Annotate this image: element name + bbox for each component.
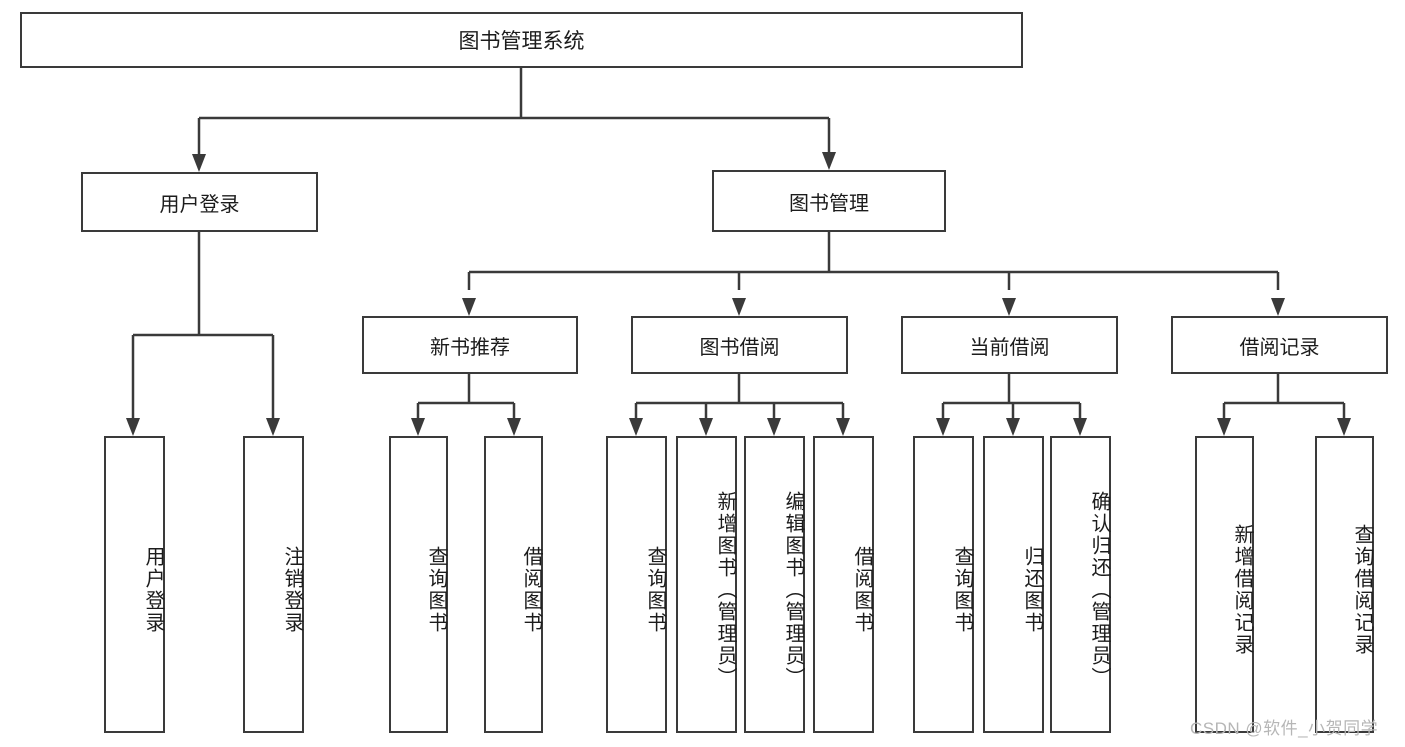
node-label: 查询图书 (425, 545, 447, 634)
node-label: 图书借阅 (699, 336, 780, 359)
node-label: 借阅记录 (1239, 336, 1320, 359)
node-label: 新增图书（管理员） (714, 490, 736, 689)
node-label: 图书管理 (789, 192, 869, 215)
leaf-borrow-add-book[interactable]: 新增图书（管理员） (676, 436, 737, 733)
leaf-recommend-query-book[interactable]: 查询图书 (389, 436, 448, 733)
leaf-user-login[interactable]: 用户登录 (104, 436, 165, 733)
node-root-system[interactable]: 图书管理系统 (20, 12, 1023, 68)
node-borrow-record[interactable]: 借阅记录 (1171, 316, 1388, 374)
node-label: 借阅图书 (520, 545, 542, 634)
node-label: 图书管理系统 (458, 30, 585, 53)
node-label: 借阅图书 (851, 545, 873, 634)
leaf-user-logout[interactable]: 注销登录 (243, 436, 304, 733)
leaf-record-add-record[interactable]: 新增借阅记录 (1195, 436, 1254, 733)
node-label: 注销登录 (281, 545, 303, 634)
node-user-login[interactable]: 用户登录 (81, 172, 318, 232)
leaf-borrow-borrow-book[interactable]: 借阅图书 (813, 436, 874, 733)
node-book-management[interactable]: 图书管理 (712, 170, 946, 232)
node-label: 确认归还（管理员） (1088, 490, 1110, 689)
leaf-current-query-book[interactable]: 查询图书 (913, 436, 974, 733)
node-label: 查询图书 (951, 545, 973, 634)
leaf-record-query-record[interactable]: 查询借阅记录 (1315, 436, 1374, 733)
node-label: 编辑图书（管理员） (782, 490, 804, 689)
node-label: 新增借阅记录 (1231, 523, 1253, 656)
csdn-watermark: CSDN @软件_小贺同学 (1190, 719, 1379, 738)
leaf-current-confirm-return[interactable]: 确认归还（管理员） (1050, 436, 1111, 733)
node-book-borrow[interactable]: 图书借阅 (631, 316, 848, 374)
node-label: 当前借阅 (969, 336, 1050, 359)
node-label: 查询借阅记录 (1351, 523, 1373, 656)
leaf-recommend-borrow-book[interactable]: 借阅图书 (484, 436, 543, 733)
leaf-borrow-edit-book[interactable]: 编辑图书（管理员） (744, 436, 805, 733)
node-current-borrow[interactable]: 当前借阅 (901, 316, 1118, 374)
node-label: 归还图书 (1021, 545, 1043, 634)
leaf-current-return-book[interactable]: 归还图书 (983, 436, 1044, 733)
leaf-borrow-query-book[interactable]: 查询图书 (606, 436, 667, 733)
node-label: 用户登录 (159, 193, 240, 216)
node-label: 新书推荐 (430, 336, 510, 359)
node-label: 查询图书 (644, 545, 666, 634)
node-new-book-recommend[interactable]: 新书推荐 (362, 316, 578, 374)
node-label: 用户登录 (142, 545, 164, 634)
